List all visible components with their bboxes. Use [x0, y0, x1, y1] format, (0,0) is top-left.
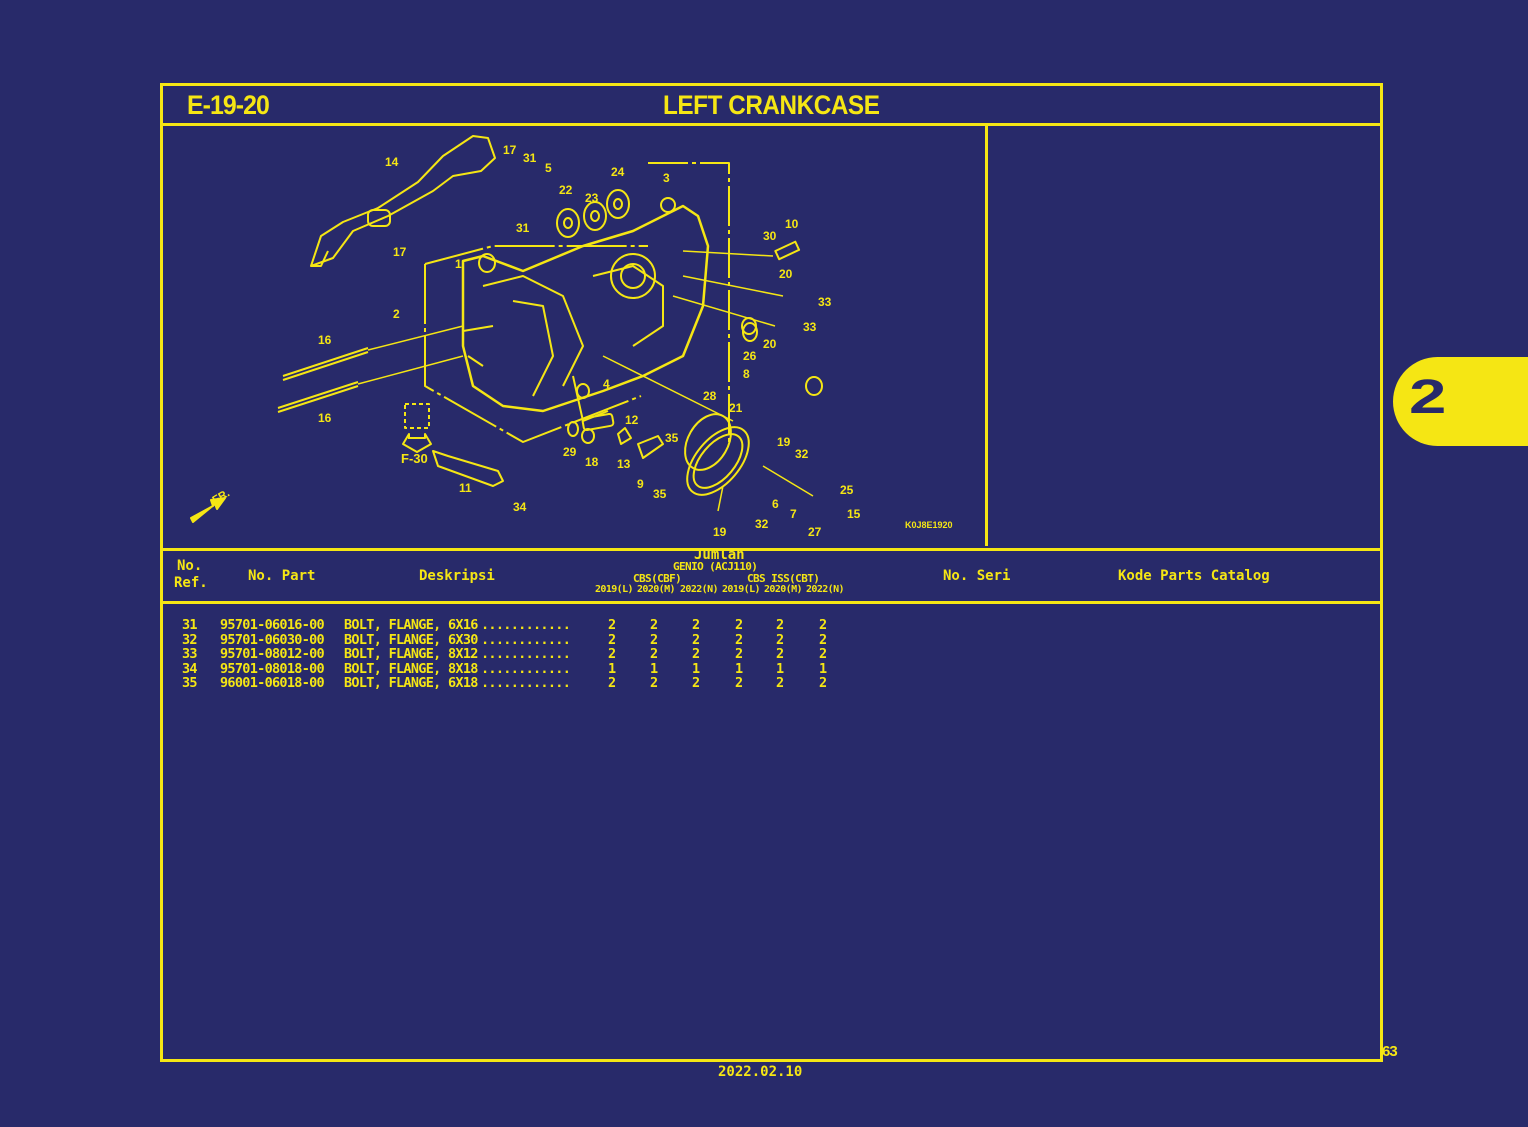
svg-text:20: 20 — [779, 267, 793, 281]
svg-text:25: 25 — [840, 483, 854, 497]
col-part-no: No. Part — [248, 568, 316, 584]
svg-text:28: 28 — [703, 389, 717, 403]
svg-text:5: 5 — [545, 161, 552, 175]
svg-text:26: 26 — [743, 349, 757, 363]
section-code: E-19-20 — [187, 90, 270, 120]
svg-text:12: 12 — [625, 413, 639, 427]
svg-text:23: 23 — [585, 191, 599, 205]
svg-text:34: 34 — [513, 500, 527, 514]
svg-text:24: 24 — [611, 165, 625, 179]
svg-text:18: 18 — [585, 455, 599, 469]
svg-text:22: 22 — [559, 183, 573, 197]
svg-text:K0J8E1920: K0J8E1920 — [905, 520, 953, 530]
svg-text:11: 11 — [459, 481, 472, 495]
col-serial-no: No. Seri — [943, 568, 1011, 584]
col-year: 2019(L) — [722, 584, 761, 595]
svg-text:FR.: FR. — [211, 487, 232, 506]
page-title: LEFT CRANKCASE — [663, 90, 880, 120]
svg-text:9: 9 — [637, 477, 644, 491]
parts-table-header: No. Ref. No. Part Deskripsi Jumlah GENIO… — [163, 547, 1380, 604]
svg-text:15: 15 — [847, 507, 861, 521]
col-catalog-code: Kode Parts Catalog — [1118, 568, 1270, 584]
col-year: 2020(M) — [637, 584, 676, 595]
svg-text:8: 8 — [743, 367, 750, 381]
svg-text:32: 32 — [755, 517, 769, 531]
svg-text:32: 32 — [795, 447, 809, 461]
svg-text:19: 19 — [777, 435, 791, 449]
svg-text:7: 7 — [790, 507, 797, 521]
svg-text:20: 20 — [763, 337, 777, 351]
svg-text:35: 35 — [665, 431, 679, 445]
col-ref-line2: Ref. — [174, 575, 208, 591]
svg-text:31: 31 — [516, 221, 530, 235]
svg-text:17: 17 — [393, 245, 407, 259]
svg-text:31: 31 — [523, 151, 537, 165]
svg-text:6: 6 — [772, 497, 779, 511]
print-date: 2022.02.10 — [718, 1064, 803, 1080]
svg-text:29: 29 — [563, 445, 577, 459]
svg-text:17: 17 — [503, 143, 517, 157]
title-bar: E-19-20 LEFT CRANKCASE — [163, 86, 1380, 126]
col-ref-line1: No. — [177, 558, 203, 574]
col-model: GENIO (ACJ110) — [673, 560, 758, 573]
svg-text:19: 19 — [713, 525, 727, 539]
col-qty: Jumlah — [694, 547, 745, 563]
svg-text:4: 4 — [603, 377, 610, 391]
col-year: 2022(N) — [806, 584, 845, 595]
svg-text:2: 2 — [393, 307, 400, 321]
svg-text:1: 1 — [455, 257, 462, 271]
chapter-tab-label: 2 — [1409, 371, 1447, 424]
col-year: 2019(L) — [595, 584, 634, 595]
col-group-a: CBS(CBF) — [633, 572, 682, 585]
chapter-tab[interactable]: 2 — [1393, 357, 1528, 446]
svg-text:13: 13 — [617, 457, 631, 471]
svg-text:F-30: F-30 — [401, 451, 428, 466]
svg-text:33: 33 — [818, 295, 832, 309]
col-group-b: CBS ISS(CBT) — [747, 572, 820, 585]
catalog-page-frame: E-19-20 LEFT CRANKCASE — [160, 83, 1383, 1062]
svg-text:16: 16 — [318, 333, 332, 347]
svg-text:35: 35 — [653, 487, 667, 501]
svg-text:33: 33 — [803, 320, 817, 334]
svg-text:30: 30 — [763, 229, 777, 243]
col-year: 2020(M) — [764, 584, 803, 595]
svg-text:14: 14 — [385, 155, 399, 169]
svg-text:3: 3 — [663, 171, 670, 185]
col-year: 2022(N) — [680, 584, 719, 595]
page-number: 63 — [1382, 1043, 1398, 1060]
svg-text:10: 10 — [785, 217, 799, 231]
svg-text:16: 16 — [318, 411, 332, 425]
svg-text:21: 21 — [729, 401, 743, 415]
col-description: Deskripsi — [419, 568, 495, 584]
svg-text:27: 27 — [808, 525, 822, 539]
